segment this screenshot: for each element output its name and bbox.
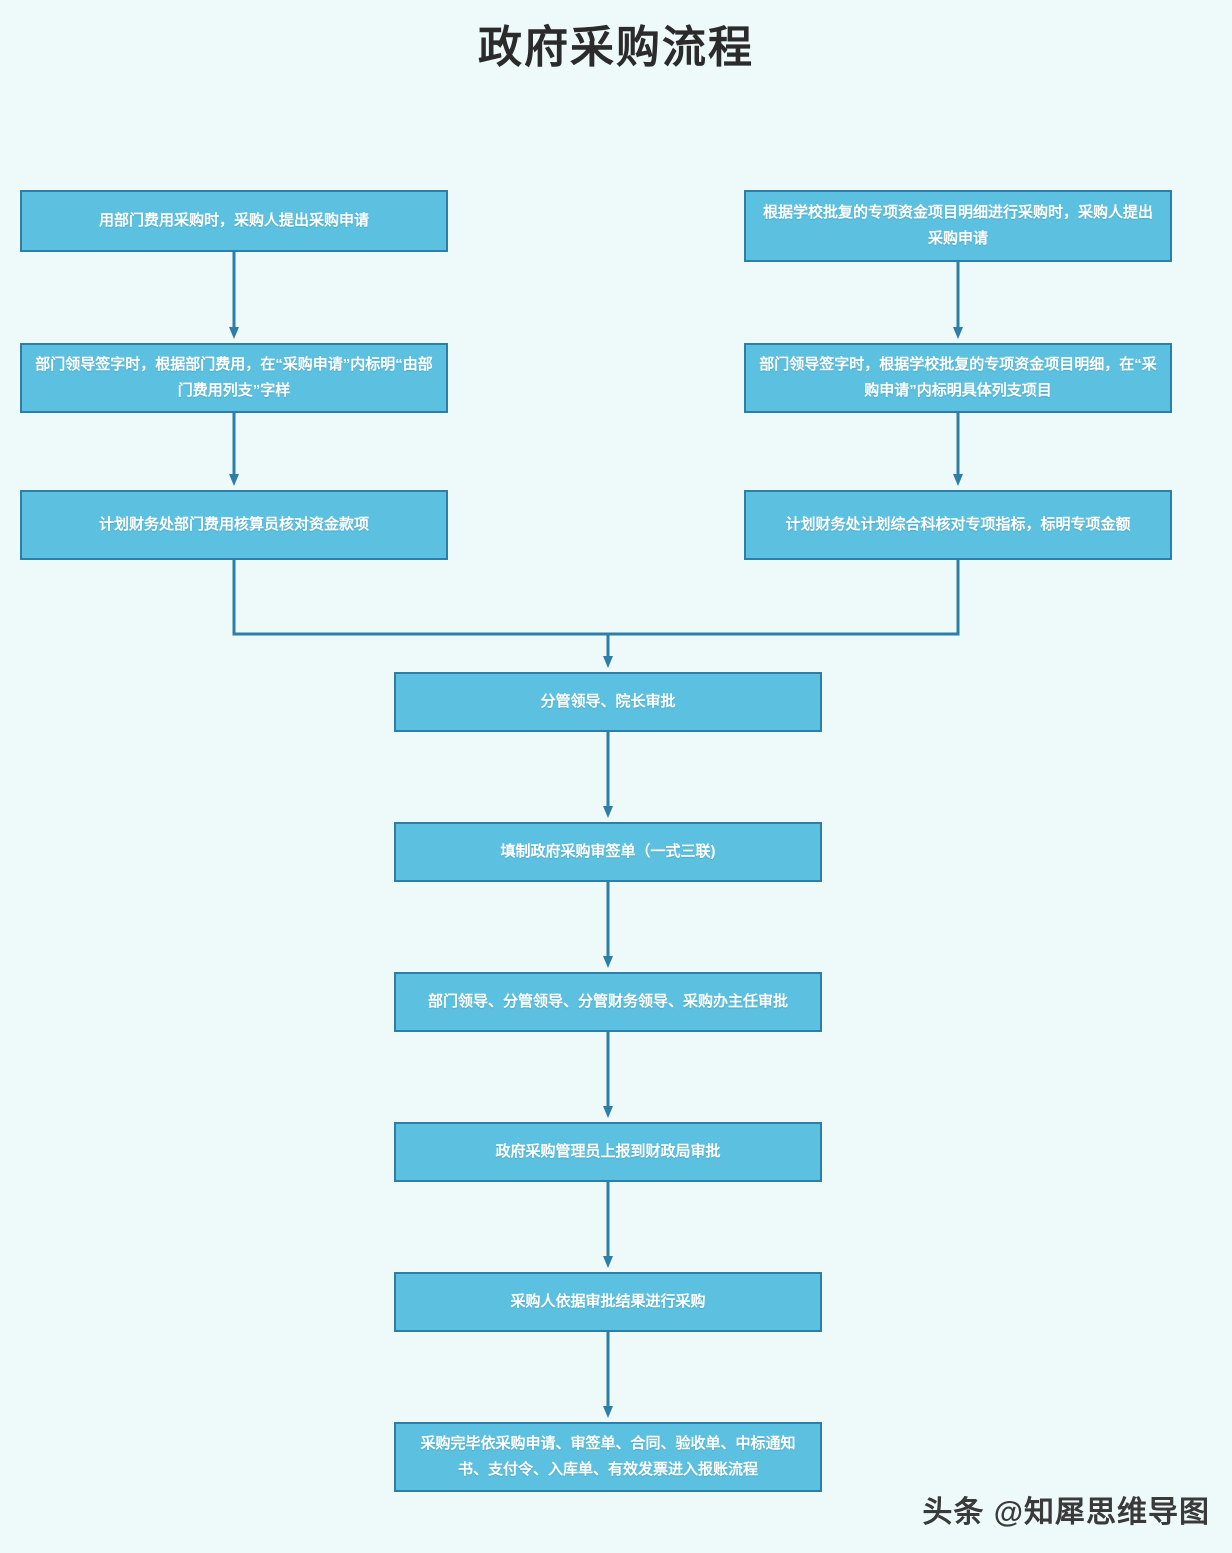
flow-node-R2[interactable]: 部门领导签字时，根据学校批复的专项资金项目明细，在“采购申请”内标明具体列支项目 (744, 343, 1172, 413)
flow-node-L1[interactable]: 用部门费用采购时，采购人提出采购申请 (20, 190, 448, 252)
flow-node-label: 政府采购管理员上报到财政局审批 (495, 1143, 721, 1160)
flow-node-label: 分管领导、院长审批 (540, 693, 676, 710)
edge-L3-C1 (232, 560, 608, 636)
flow-node-C3[interactable]: 部门领导、分管领导、分管财务领导、采购办主任审批 (394, 972, 822, 1032)
flow-node-L2[interactable]: 部门领导签字时，根据部门费用，在“采购申请”内标明“由部门费用列支”字样 (20, 343, 448, 413)
flow-node-label: 根据学校批复的专项资金项目明细进行采购时，采购人提出采购申请 (762, 204, 1153, 247)
flow-node-label: 部门领导、分管领导、分管财务领导、采购办主任审批 (427, 993, 788, 1010)
flow-node-R1[interactable]: 根据学校批复的专项资金项目明细进行采购时，采购人提出采购申请 (744, 190, 1172, 262)
flow-node-label: 用部门费用采购时，采购人提出采购申请 (98, 212, 369, 229)
flow-node-label: 计划财务处部门费用核算员核对资金款项 (98, 516, 369, 533)
flow-node-label: 填制政府采购审签单（一式三联) (500, 843, 716, 860)
flow-node-L3[interactable]: 计划财务处部门费用核算员核对资金款项 (20, 490, 448, 560)
flow-node-label: 部门领导签字时，根据学校批复的专项资金项目明细，在“采购申请”内标明具体列支项目 (759, 356, 1157, 399)
flow-node-R3[interactable]: 计划财务处计划综合科核对专项指标，标明专项金额 (744, 490, 1172, 560)
watermark-label: 头条 @知犀思维导图 (922, 1496, 1210, 1529)
flow-node-C1[interactable]: 分管领导、院长审批 (394, 672, 822, 732)
flow-node-label: 采购人依据审批结果进行采购 (510, 1293, 706, 1310)
flow-node-label: 计划财务处计划综合科核对专项指标，标明专项金额 (785, 516, 1131, 533)
flow-node-C4[interactable]: 政府采购管理员上报到财政局审批 (394, 1122, 822, 1182)
flow-node-label: 采购完毕依采购申请、审签单、合同、验收单、中标通知书、支付令、入库单、有效发票进… (420, 1435, 796, 1478)
edge-R3-C1 (608, 560, 960, 636)
page-title: 政府采购流程 (478, 23, 754, 72)
flow-node-C6[interactable]: 采购完毕依采购申请、审签单、合同、验收单、中标通知书、支付令、入库单、有效发票进… (394, 1422, 822, 1492)
flow-node-C2[interactable]: 填制政府采购审签单（一式三联) (394, 822, 822, 882)
flow-node-C5[interactable]: 采购人依据审批结果进行采购 (394, 1272, 822, 1332)
flow-node-label: 部门领导签字时，根据部门费用，在“采购申请”内标明“由部门费用列支”字样 (35, 356, 433, 399)
